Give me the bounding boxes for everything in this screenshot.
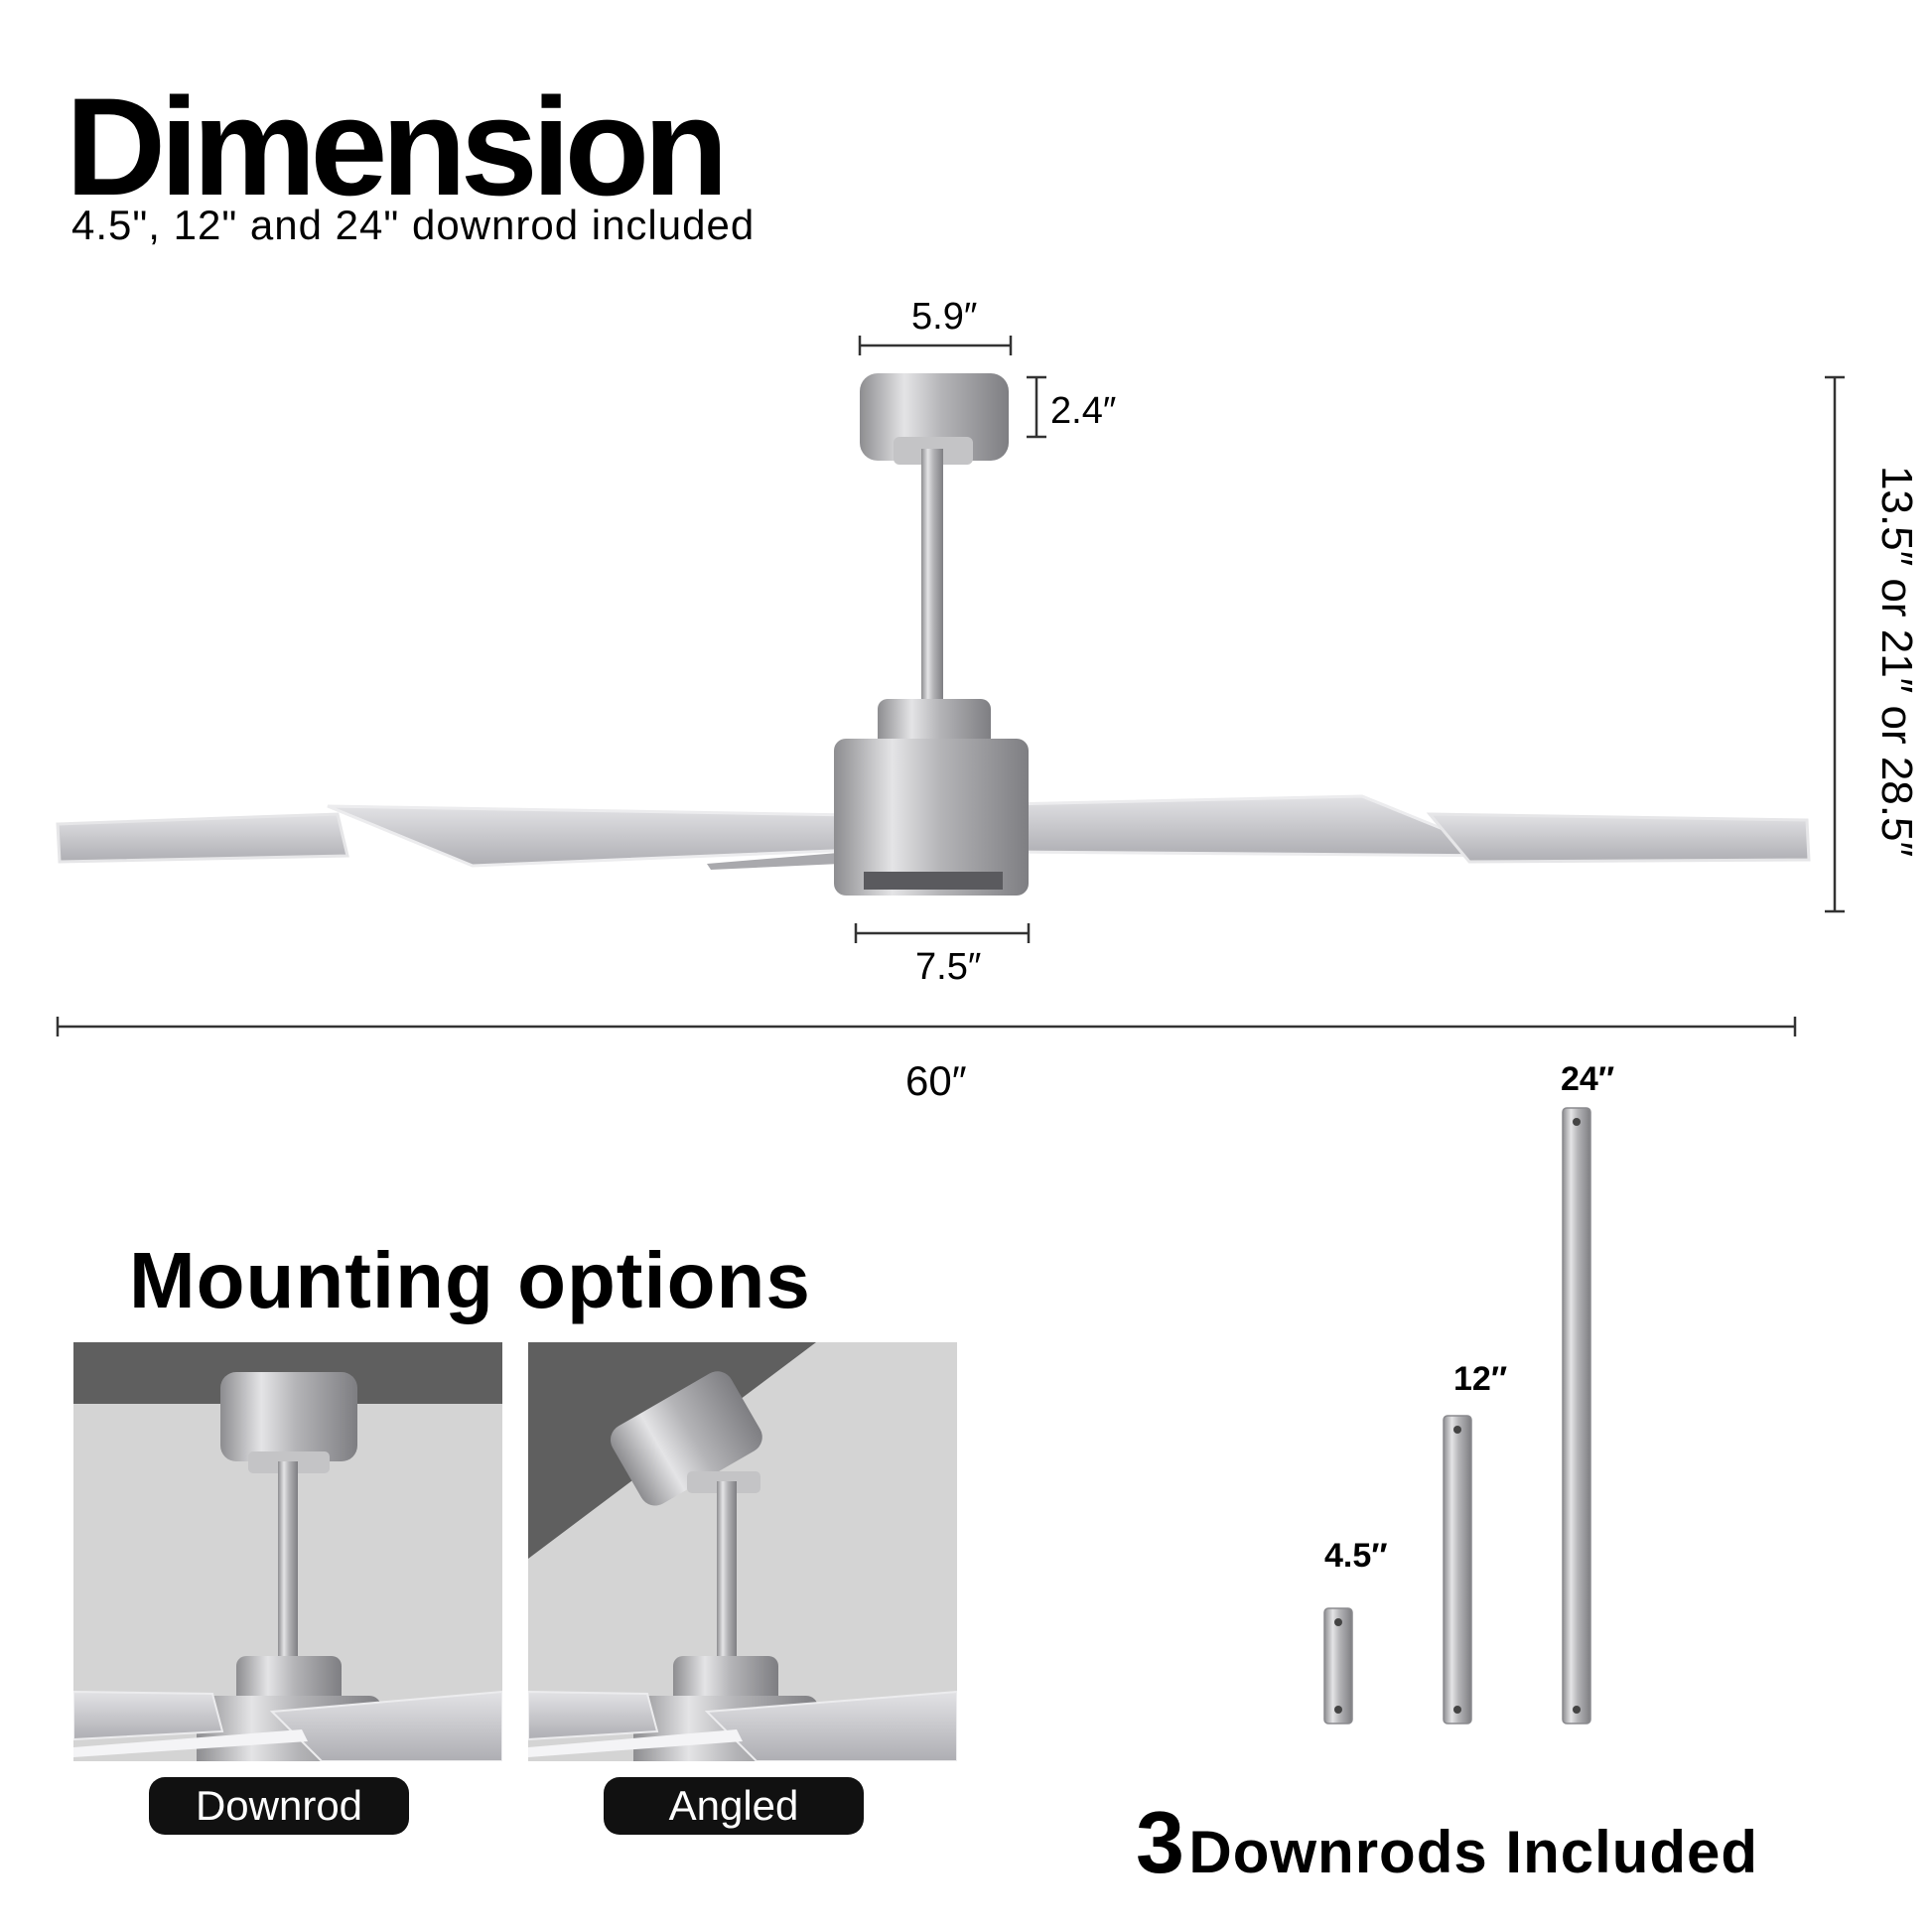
- dimension-lines: [56, 336, 1845, 1036]
- page-subtitle: 4.5", 12" and 24" downrod included: [71, 202, 756, 248]
- downrod-label-24: 24″: [1561, 1060, 1615, 1098]
- canopy-height-label: 2.4″: [1050, 390, 1117, 432]
- motor-top: [878, 699, 991, 751]
- downrod-label-4-5: 4.5″: [1324, 1537, 1388, 1575]
- downrods-included-title: 3 Downrods Included: [1136, 1799, 1758, 1886]
- downrod-24: [1562, 1107, 1591, 1725]
- downrod-label-12: 12″: [1453, 1360, 1508, 1398]
- motor-width-label: 7.5″: [915, 946, 982, 988]
- downrod-mount-illustration: [73, 1342, 502, 1761]
- mounting-title: Mounting options: [129, 1236, 811, 1324]
- span-label: 60″: [905, 1057, 967, 1104]
- downrod-mount-image: [73, 1342, 502, 1761]
- height-label: 13.5″ or 21″ or 28.5″: [1872, 465, 1921, 858]
- downrod-12: [1443, 1415, 1472, 1725]
- blade-far-left: [56, 812, 349, 864]
- downrods-illustration: [1323, 1107, 1591, 1725]
- motor-housing: [834, 739, 1029, 896]
- page-title: Dimension: [66, 69, 729, 224]
- blade-far-right: [1426, 812, 1811, 864]
- angled-mount-image: [528, 1342, 957, 1761]
- downrod-4-5: [1323, 1607, 1353, 1725]
- downrods-count: 3: [1136, 1793, 1184, 1891]
- canopy-width-label: 5.9″: [911, 296, 978, 338]
- downrod-option-label: Downrod: [149, 1777, 409, 1835]
- angled-option-label: Angled: [604, 1777, 864, 1835]
- downrod: [921, 449, 943, 699]
- downrods-title-text: Downrods Included: [1188, 1819, 1759, 1885]
- angled-mount-illustration: [528, 1342, 957, 1761]
- fan-body: [834, 373, 1029, 896]
